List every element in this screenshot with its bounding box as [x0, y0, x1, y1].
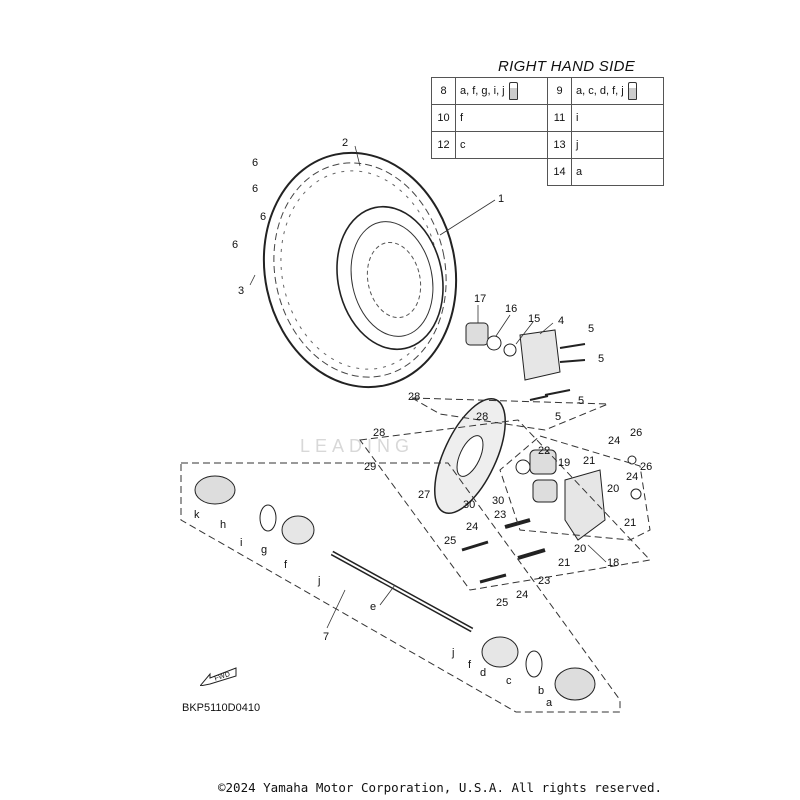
part-number: 13 [553, 139, 566, 151]
callout-4: 4 [558, 315, 564, 327]
legend-cell-n1: 10 [431, 104, 456, 132]
brake-disc [434, 397, 506, 515]
tire-illustration [262, 151, 458, 389]
callout-23a: 23 [494, 509, 506, 521]
lubrication-points: a, f, g, i, j [460, 84, 505, 97]
legend-cell-t2: a, c, d, f, j [571, 77, 664, 105]
lubrication-points: a, c, d, f, j [576, 84, 624, 97]
lubrication-points: c [460, 139, 466, 151]
callout-26a: 26 [630, 427, 642, 439]
callout-6a: 6 [252, 157, 258, 169]
callout-24c: 24 [466, 521, 478, 533]
callout-3: 3 [238, 285, 244, 297]
legend-row: 14 a [432, 158, 664, 186]
diagram-code: BKP5110D0410 [182, 702, 261, 714]
part-number: 12 [437, 139, 450, 151]
part-number: 9 [556, 85, 563, 97]
callout-6d: 6 [232, 239, 238, 251]
side-label: RIGHT HAND SIDE [498, 58, 636, 75]
callout-g: g [261, 544, 267, 556]
callout-23b: 23 [538, 575, 550, 587]
legend-cell-t2: i [571, 104, 664, 132]
callout-e: e [370, 601, 376, 613]
callout-20b: 20 [574, 543, 586, 555]
lubrication-points: a [576, 166, 583, 178]
group-outlines [180, 397, 652, 713]
callout-5c: 5 [578, 395, 584, 407]
callout-5d: 5 [555, 411, 561, 423]
callout-29: 29 [364, 461, 376, 473]
callout-24d: 24 [516, 589, 528, 601]
callout-30a: 30 [492, 495, 504, 507]
callout-b: b [538, 685, 544, 697]
callout-k: k [194, 509, 200, 521]
callout-j2: j [451, 647, 454, 659]
callout-1: 1 [498, 193, 504, 205]
callout-21b: 21 [624, 517, 636, 529]
callout-28c: 28 [373, 427, 385, 439]
callout-27: 27 [418, 489, 430, 501]
callout-15: 15 [528, 313, 540, 325]
fwd-label: FWD [214, 671, 231, 683]
callout-c: c [506, 675, 512, 687]
legend-cell-t1: f [455, 104, 548, 132]
lubricant-legend-table: 8 a, f, g, i, j 9 a, c, d, f, j 10 f 11 i 12 c 13 j… [431, 77, 664, 186]
callout-18: 18 [607, 557, 619, 569]
callout-5a: 5 [588, 323, 594, 335]
copyright-notice: ©2024 Yamaha Motor Corporation, U.S.A. A… [218, 780, 663, 795]
leader-lines [249, 145, 607, 629]
part-number: 11 [553, 112, 566, 124]
callout-j1: j [317, 575, 320, 587]
callout-i: i [240, 537, 242, 549]
callout-24a: 24 [608, 435, 620, 447]
callout-d: d [480, 667, 486, 679]
grease-tube-icon [508, 82, 518, 100]
legend-cell-t2: a [571, 158, 664, 186]
lubrication-points: j [576, 139, 579, 151]
callout-16: 16 [505, 303, 517, 315]
callout-6b: 6 [252, 183, 258, 195]
callout-17: 17 [474, 293, 486, 305]
callout-21c: 21 [558, 557, 570, 569]
callout-22: 22 [538, 445, 550, 457]
callout-h: h [220, 519, 226, 531]
callout-24b: 24 [626, 471, 638, 483]
callout-25b: 25 [496, 597, 508, 609]
callout-26b: 26 [640, 461, 652, 473]
callout-20a: 20 [607, 483, 619, 495]
part-number: 10 [437, 112, 450, 124]
callout-2: 2 [342, 137, 348, 149]
callout-28a: 28 [408, 391, 420, 403]
grease-tube-icon [627, 82, 637, 100]
callout-7: 7 [323, 631, 329, 643]
part-number: 8 [440, 85, 447, 97]
forward-arrow-icon: FWD [200, 667, 237, 686]
callout-5b: 5 [598, 353, 604, 365]
legend-cell-t1: a, f, g, i, j [455, 77, 548, 105]
callout-28b: 28 [476, 411, 488, 423]
callout-f1: f [284, 559, 288, 571]
callout-30b: 30 [463, 499, 475, 511]
legend-row: 8 a, f, g, i, j 9 a, c, d, f, j [431, 77, 664, 105]
callout-21a: 21 [583, 455, 595, 467]
drive-shaft-assembly [194, 475, 596, 701]
watermark-text: LEADING [300, 436, 415, 456]
lubrication-points: i [576, 112, 579, 124]
hub-parts [465, 322, 586, 401]
callout-19: 19 [558, 457, 570, 469]
callout-25a: 25 [444, 535, 456, 547]
legend-cell-t1: c [455, 131, 548, 159]
callout-f2: f [468, 659, 472, 671]
callout-a: a [546, 697, 553, 709]
part-number: 14 [553, 166, 566, 178]
legend-row: 12 c 13 j [431, 131, 664, 159]
callout-6c: 6 [260, 211, 266, 223]
lubrication-points: f [460, 112, 464, 124]
